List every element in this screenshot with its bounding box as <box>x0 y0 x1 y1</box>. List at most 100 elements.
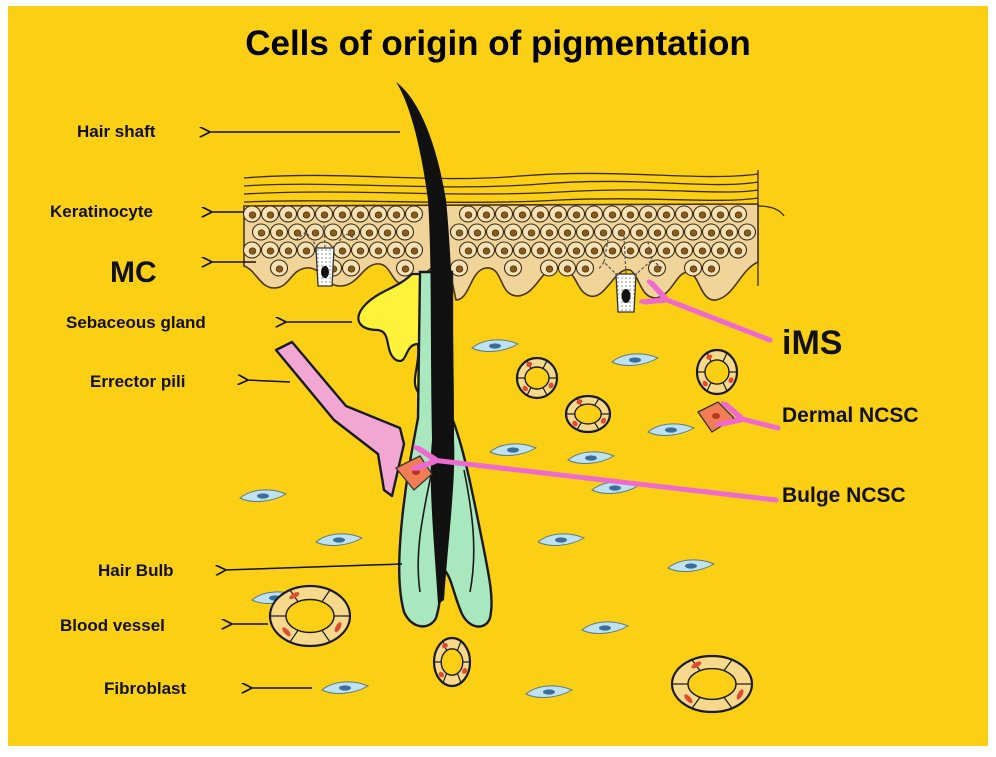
keratinocyte-cell <box>262 206 279 222</box>
keratinocyte-cell <box>469 224 486 240</box>
keratinocyte-cell <box>460 206 477 222</box>
blood-vessel <box>434 638 470 686</box>
keratinocyte-cell <box>388 206 405 222</box>
label-dermal-ncsc: Dermal NCSC <box>782 404 919 428</box>
keratinocyte-cell <box>334 206 351 222</box>
label-sebaceous-gland: Sebaceous gland <box>66 313 206 333</box>
keratinocyte-cell <box>244 206 261 222</box>
keratinocyte-cell <box>352 206 369 222</box>
keratinocyte-cell <box>397 224 414 240</box>
keratinocyte-cell <box>631 224 648 240</box>
keratinocyte-cell <box>541 224 558 240</box>
keratinocyte-cell <box>685 260 702 276</box>
keratinocyte-cell <box>280 242 297 258</box>
label-errector-pili: Errector pili <box>90 372 185 392</box>
keratinocyte-cell <box>370 242 387 258</box>
keratinocyte-cell <box>712 242 729 258</box>
label-keratinocyte: Keratinocyte <box>50 202 153 222</box>
keratinocyte-cell <box>577 260 594 276</box>
keratinocyte-cell <box>532 206 549 222</box>
keratinocyte-cell <box>514 242 531 258</box>
keratinocyte-cell <box>712 206 729 222</box>
keratinocyte-cell <box>406 206 423 222</box>
keratinocyte-cell <box>343 260 360 276</box>
keratinocyte-cell <box>622 242 639 258</box>
keratinocyte-cell <box>586 242 603 258</box>
keratinocyte-cell <box>253 224 270 240</box>
keratinocyte-cell <box>676 206 693 222</box>
keratinocyte-cell <box>559 260 576 276</box>
keratinocyte-cell <box>532 242 549 258</box>
keratinocyte-cell <box>262 242 279 258</box>
keratinocyte-cell <box>622 206 639 222</box>
keratinocyte-cell <box>523 224 540 240</box>
keratinocyte-cell <box>658 242 675 258</box>
keratinocyte-cell <box>352 242 369 258</box>
keratinocyte-cell <box>649 260 666 276</box>
keratinocyte-cell <box>640 206 657 222</box>
keratinocyte-cell <box>370 206 387 222</box>
keratinocyte-cell <box>550 206 567 222</box>
keratinocyte-cell <box>586 206 603 222</box>
label-hair-bulb: Hair Bulb <box>98 561 174 581</box>
keratinocyte-cell <box>676 242 693 258</box>
keratinocyte-cell <box>550 242 567 258</box>
keratinocyte-cell <box>703 224 720 240</box>
keratinocyte-cell <box>361 224 378 240</box>
keratinocyte-cell <box>298 206 315 222</box>
label-bulge-ncsc: Bulge NCSC <box>782 484 906 508</box>
keratinocyte-cell <box>541 260 558 276</box>
keratinocyte-cell <box>478 242 495 258</box>
label-blood-vessel: Blood vessel <box>60 616 165 636</box>
keratinocyte-cell <box>271 260 288 276</box>
keratinocyte-cell <box>298 242 315 258</box>
keratinocyte-cell <box>604 206 621 222</box>
keratinocyte-cell <box>343 224 360 240</box>
keratinocyte-cell <box>694 206 711 222</box>
keratinocyte-cell <box>595 224 612 240</box>
keratinocyte-cell <box>451 224 468 240</box>
keratinocyte-cell <box>568 206 585 222</box>
keratinocyte-cell <box>460 242 477 258</box>
keratinocyte-cell <box>271 224 288 240</box>
label-ims: iMS <box>782 324 842 363</box>
blood-vessel <box>566 396 610 432</box>
keratinocyte-cell <box>559 224 576 240</box>
label-fibroblast: Fibroblast <box>104 679 186 699</box>
keratinocyte-cell <box>307 224 324 240</box>
blood-vessel <box>270 586 350 646</box>
label-mc: MC <box>110 256 157 290</box>
keratinocyte-cell <box>316 206 333 222</box>
keratinocyte-cell <box>496 242 513 258</box>
keratinocyte-cell <box>487 224 504 240</box>
keratinocyte-cell <box>325 224 342 240</box>
blood-vessel <box>517 358 557 398</box>
keratinocyte-cell <box>406 242 423 258</box>
keratinocyte-cell <box>667 224 684 240</box>
keratinocyte-cell <box>505 224 522 240</box>
keratinocyte-cell <box>568 242 585 258</box>
keratinocyte-cell <box>496 206 513 222</box>
keratinocyte-cell <box>577 224 594 240</box>
keratinocyte-cell <box>721 224 738 240</box>
blood-vessel <box>672 656 752 712</box>
keratinocyte-cell <box>514 206 531 222</box>
keratinocyte-cell <box>685 224 702 240</box>
keratinocyte-cell <box>739 224 756 240</box>
keratinocyte-cell <box>658 206 675 222</box>
keratinocyte-cell <box>379 224 396 240</box>
keratinocyte-cell <box>730 242 747 258</box>
keratinocyte-cell <box>703 260 720 276</box>
label-hair-shaft: Hair shaft <box>77 122 155 142</box>
keratinocyte-cell <box>388 242 405 258</box>
keratinocyte-cell <box>613 224 630 240</box>
keratinocyte-cell <box>730 206 747 222</box>
diagram-title: Cells of origin of pigmentation <box>0 24 996 64</box>
keratinocyte-cell <box>289 224 306 240</box>
keratinocyte-cell <box>694 242 711 258</box>
blood-vessel <box>697 350 737 394</box>
keratinocyte-cell <box>244 242 261 258</box>
keratinocyte-cell <box>649 224 666 240</box>
keratinocyte-cell <box>478 206 495 222</box>
